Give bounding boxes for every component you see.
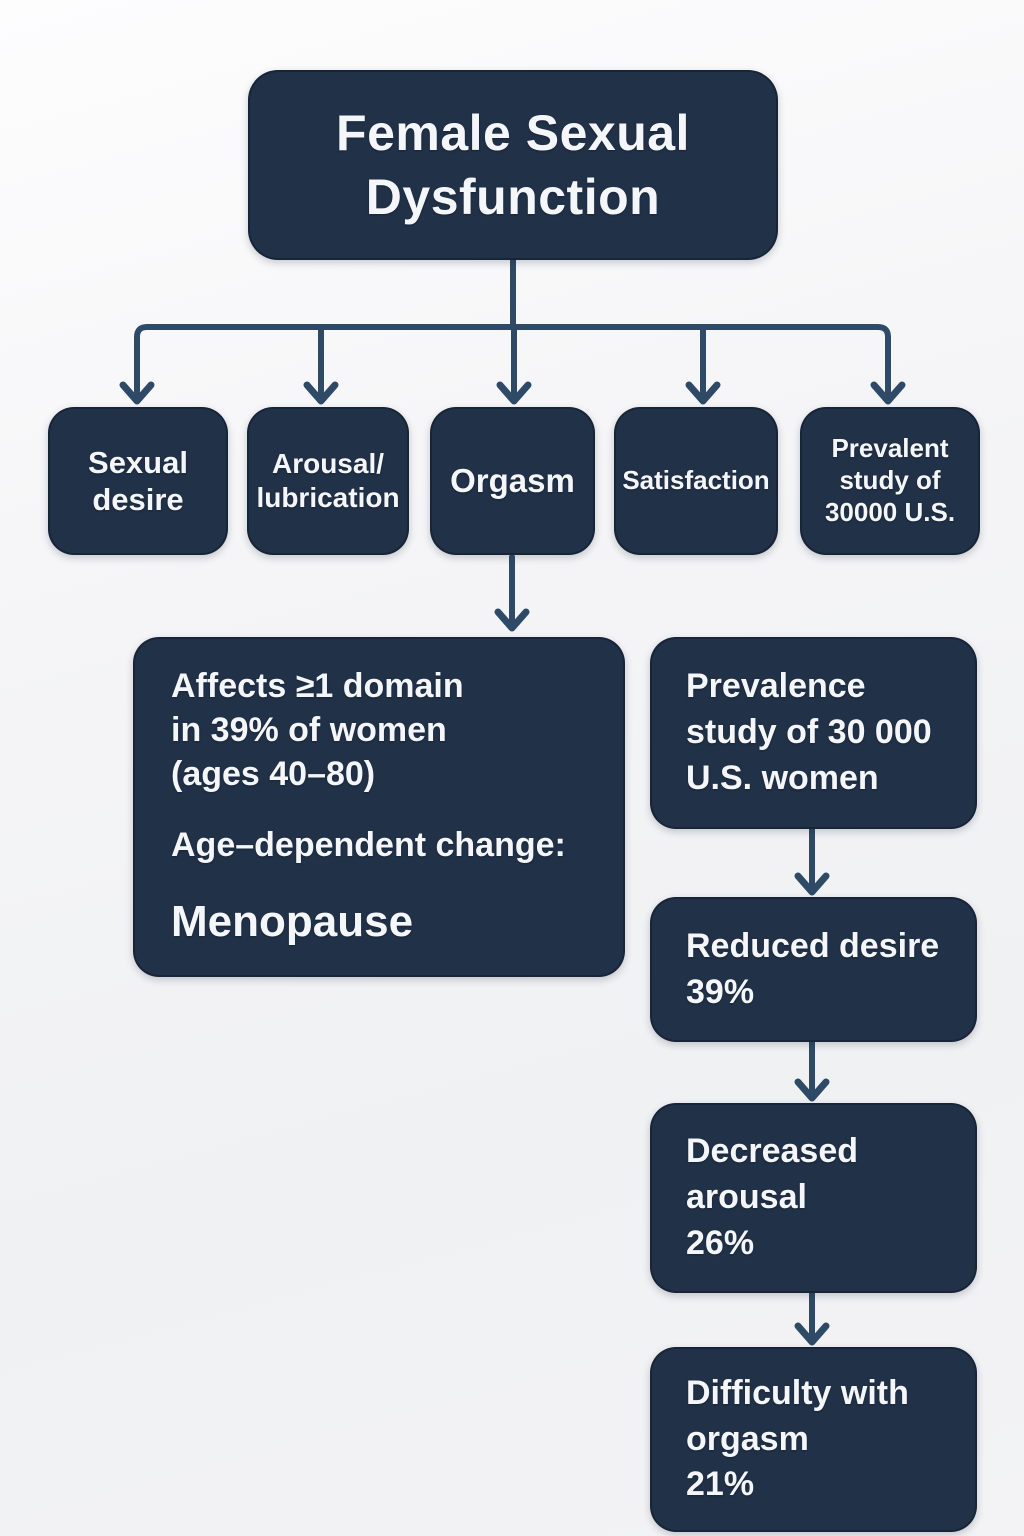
node-arousal-lubrication: Arousal/ lubrication bbox=[247, 407, 409, 555]
node-title: Female Sexual Dysfunction bbox=[248, 70, 778, 260]
detail-menopause-text: Menopause bbox=[171, 896, 414, 946]
connector-orgasm-to-detail bbox=[494, 554, 530, 632]
node-decreased-arousal: Decreased arousal 26% bbox=[650, 1103, 977, 1293]
arrow-down-icon bbox=[303, 381, 339, 405]
node-prevalence-study: Prevalence study of 30 000 U.S. women bbox=[650, 637, 977, 829]
node-reduced-desire: Reduced desire 39% bbox=[650, 897, 977, 1042]
arrow-down-icon bbox=[119, 381, 155, 405]
arrow-down-icon bbox=[794, 1322, 830, 1346]
node-sexual-desire: Sexual desire bbox=[48, 407, 228, 555]
node-difficulty-orgasm: Difficulty with orgasm 21% bbox=[650, 1347, 977, 1532]
detail-affects-text: Affects ≥1 domain in 39% of women (ages … bbox=[171, 667, 464, 794]
node-orgasm-detail: Affects ≥1 domain in 39% of women (ages … bbox=[133, 637, 625, 977]
node-orgasm: Orgasm bbox=[430, 407, 595, 555]
arrow-down-icon bbox=[794, 1078, 830, 1102]
connector-prevalence-to-desire bbox=[794, 826, 830, 896]
connector-title-to-domains bbox=[119, 257, 906, 405]
node-prevalent-study: Prevalent study of 30000 U.S. bbox=[800, 407, 980, 555]
arrow-down-icon bbox=[685, 381, 721, 405]
arrow-down-icon bbox=[496, 381, 532, 405]
connector-arousal-to-orgasm bbox=[794, 1290, 830, 1346]
arrow-down-icon bbox=[870, 381, 906, 405]
arrow-down-icon bbox=[794, 872, 830, 896]
node-satisfaction: Satisfaction bbox=[614, 407, 778, 555]
detail-age-change-text: Age–dependent change: bbox=[171, 825, 566, 864]
arrow-down-icon bbox=[494, 608, 530, 632]
connector-desire-to-arousal bbox=[794, 1039, 830, 1102]
